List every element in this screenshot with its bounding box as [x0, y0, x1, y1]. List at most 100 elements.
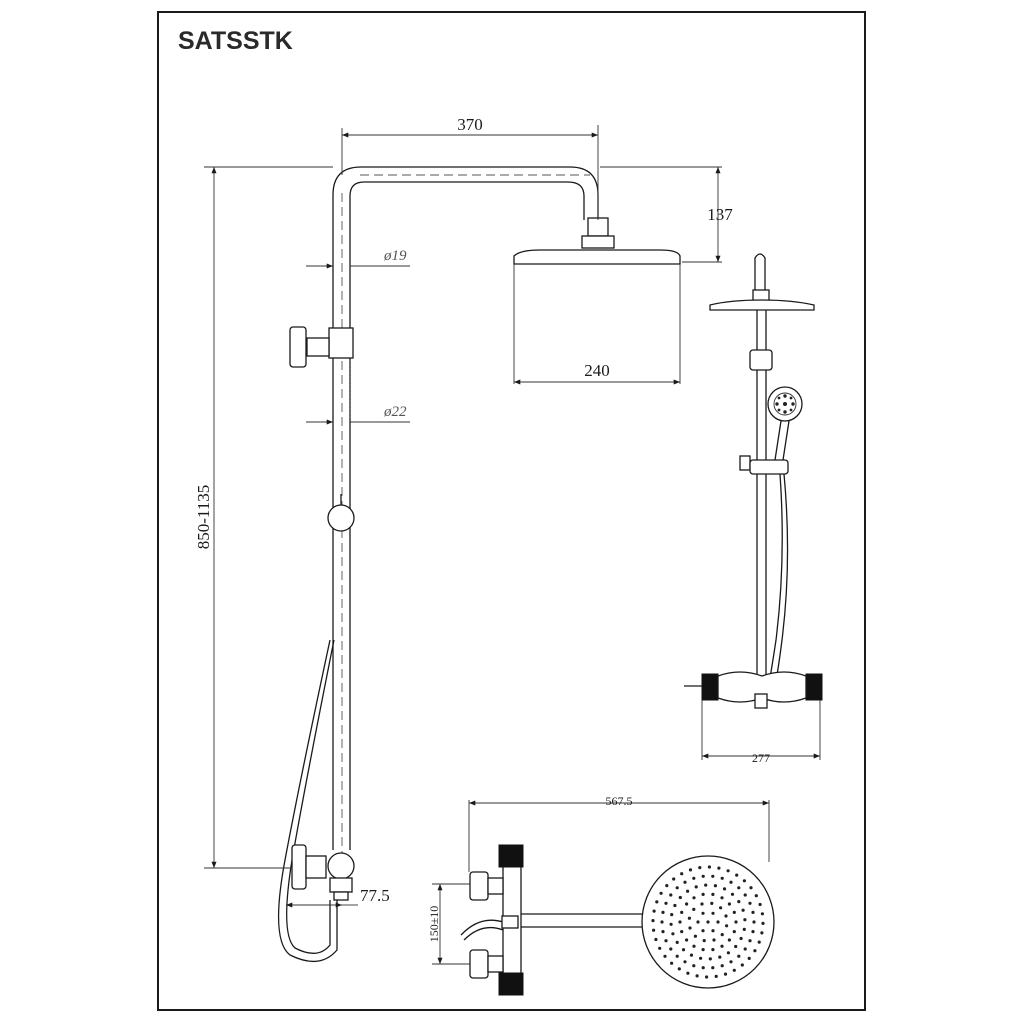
- nozzle: [660, 920, 664, 924]
- nozzle: [686, 889, 690, 893]
- nozzle: [711, 892, 715, 897]
- nozzle: [716, 920, 720, 924]
- nozzle: [732, 910, 736, 915]
- nozzle: [688, 868, 693, 872]
- nozzle: [711, 929, 715, 933]
- nozzle: [695, 974, 699, 978]
- nozzle: [706, 920, 710, 924]
- nozzle: [720, 944, 724, 948]
- nozzle: [748, 901, 752, 905]
- dim-pipe-upper: ø19: [383, 248, 407, 264]
- nozzle: [720, 964, 724, 968]
- nozzle: [659, 891, 663, 895]
- nozzle: [692, 907, 696, 912]
- dim-top-width: 567.5: [606, 794, 633, 808]
- nozzle: [707, 865, 712, 869]
- nozzle: [654, 937, 658, 942]
- nozzle: [683, 880, 687, 884]
- dim-valve-offset: 77.5: [360, 886, 390, 905]
- nozzle: [652, 909, 656, 913]
- dim-head-diameter: 240: [584, 361, 610, 380]
- nozzle: [664, 939, 668, 943]
- nozzle: [683, 960, 687, 964]
- dim-height-range: 850-1135: [194, 485, 213, 550]
- nozzle: [748, 939, 752, 943]
- nozzle: [672, 877, 676, 881]
- nozzle: [664, 901, 668, 905]
- nozzle: [685, 902, 689, 906]
- nozzle: [751, 930, 755, 934]
- nozzle: [723, 972, 728, 976]
- nozzle: [734, 920, 738, 924]
- nozzle: [699, 956, 703, 960]
- nozzle: [741, 908, 745, 912]
- nozzle: [680, 930, 684, 934]
- nozzle: [652, 928, 656, 932]
- nozzle: [722, 887, 727, 891]
- nozzle: [735, 873, 739, 877]
- nozzle: [669, 947, 673, 951]
- nozzle: [696, 920, 700, 924]
- nozzle: [737, 886, 741, 890]
- nozzle: [669, 893, 673, 897]
- nozzle: [685, 938, 689, 942]
- nozzle: [694, 885, 698, 889]
- nozzle: [727, 938, 732, 942]
- nozzle: [740, 963, 744, 967]
- nozzle: [712, 938, 716, 942]
- nozzle: [758, 902, 762, 907]
- nozzle: [754, 894, 758, 898]
- dim-inlet-spacing: 150±10: [427, 906, 441, 943]
- nozzle: [725, 924, 729, 928]
- top-view: 567.5 150±10: [427, 794, 775, 996]
- nozzle: [729, 880, 733, 884]
- nozzle: [726, 869, 730, 873]
- nozzle: [680, 872, 684, 876]
- nozzle: [689, 953, 694, 957]
- nozzle: [726, 951, 731, 955]
- nozzle: [705, 975, 709, 979]
- nozzle: [727, 902, 732, 906]
- nozzle: [751, 910, 755, 915]
- nozzle: [670, 961, 674, 965]
- nozzle: [675, 954, 679, 958]
- nozzle: [680, 910, 684, 915]
- nozzle: [749, 886, 753, 890]
- nozzle: [752, 920, 756, 924]
- dim-arm-length: 370: [457, 115, 483, 134]
- nozzle: [708, 957, 712, 961]
- nozzle: [732, 968, 736, 972]
- nozzle: [720, 933, 724, 937]
- side-view: 277: [684, 253, 823, 765]
- nozzle: [655, 900, 659, 904]
- nozzle: [711, 874, 715, 878]
- nozzle: [724, 914, 728, 918]
- nozzle: [651, 919, 655, 923]
- nozzle: [688, 926, 692, 930]
- nozzle: [661, 910, 665, 915]
- nozzle: [701, 874, 705, 878]
- nozzle: [692, 896, 696, 900]
- dim-pipe-lower: ø22: [383, 404, 407, 420]
- nozzle: [747, 956, 751, 961]
- nozzle: [714, 974, 718, 979]
- nozzle: [669, 922, 673, 926]
- nozzle: [719, 906, 723, 910]
- nozzle: [711, 948, 715, 952]
- nozzle: [711, 911, 715, 915]
- nozzle: [720, 876, 724, 880]
- nozzle: [677, 967, 681, 971]
- nozzle: [701, 948, 705, 952]
- nozzle: [678, 895, 682, 900]
- nozzle: [675, 886, 679, 890]
- nozzle: [737, 900, 741, 904]
- nozzle: [692, 964, 696, 968]
- nozzle: [730, 892, 735, 896]
- nozzle: [742, 879, 747, 883]
- nozzle: [710, 901, 714, 906]
- drawing-frame: [157, 11, 866, 1011]
- nozzle: [675, 940, 679, 945]
- nozzle: [701, 966, 705, 970]
- dim-side-width: 277: [752, 751, 770, 765]
